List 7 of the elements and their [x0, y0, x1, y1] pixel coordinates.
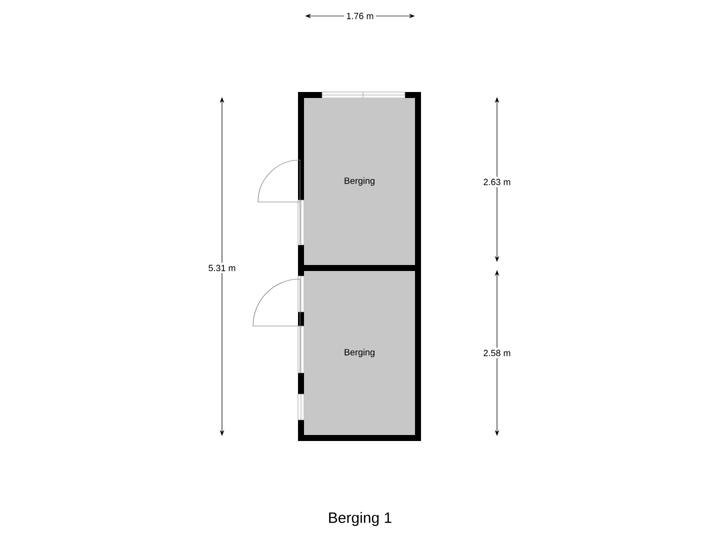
dimension-label: 1.76 m: [344, 10, 376, 22]
plan-title: Berging 1: [329, 512, 392, 526]
room: Berging: [304, 271, 415, 435]
dimension-label: 2.58 m: [481, 348, 513, 358]
dimension-label: 2.63 m: [481, 176, 513, 188]
dimension-label: 5.31 m: [206, 262, 238, 274]
room: Berging: [304, 98, 415, 265]
